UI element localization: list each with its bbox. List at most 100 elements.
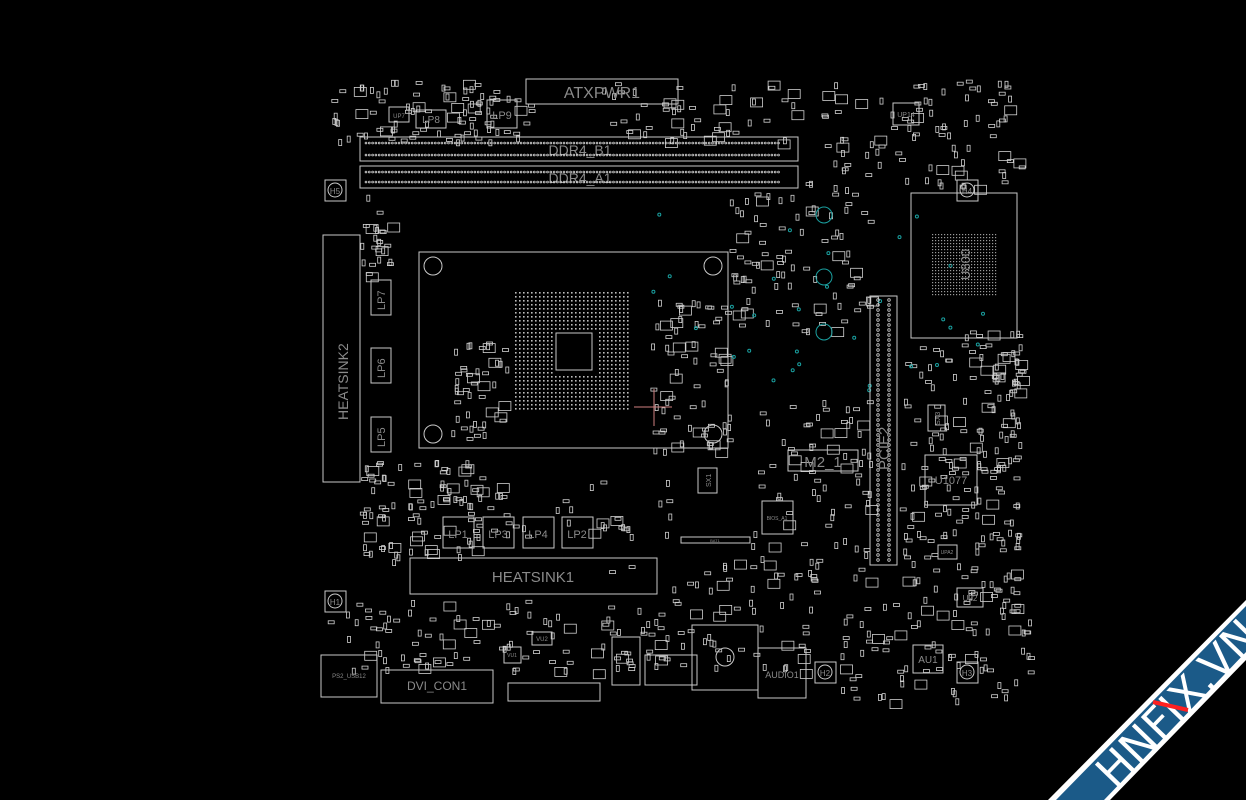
lp4-inductor[interactable]: LP4: [522, 516, 555, 549]
bga-ball: [587, 376, 589, 378]
smd-component: [665, 335, 673, 340]
smd-component: [383, 622, 388, 630]
smd-component: [1002, 602, 1007, 609]
vu1-chip[interactable]: VU1: [503, 646, 522, 664]
dimm-pin: [638, 180, 642, 184]
dimm-pin: [747, 180, 751, 184]
battery-holder[interactable]: BAT1: [680, 536, 751, 544]
smd-component: [615, 665, 620, 672]
lp5-inductor[interactable]: LP5: [370, 416, 392, 453]
smd-component: [865, 151, 870, 159]
bga-ball: [531, 300, 533, 302]
bga-ball: [571, 304, 573, 306]
bga-ball: [531, 356, 533, 358]
mount-hole-h5[interactable]: H5: [324, 179, 347, 202]
sx1-crystal[interactable]: SX1: [697, 467, 718, 494]
bga-ball: [563, 328, 565, 330]
dimm-pin: [717, 153, 721, 157]
u22-chip[interactable]: U22: [956, 587, 984, 608]
smd-component: [747, 119, 752, 127]
bga-ball: [575, 320, 577, 322]
smd-component: [914, 418, 922, 423]
smd-component: [860, 649, 865, 657]
bga-ball: [551, 320, 553, 322]
mount-hole-h3[interactable]: H3: [956, 661, 979, 684]
u800-chipset[interactable]: U800: [910, 192, 1018, 339]
bga-ball: [956, 279, 958, 281]
smd-component: [379, 230, 387, 234]
dimm-pin: [727, 170, 731, 174]
usb-header-connector[interactable]: [644, 654, 698, 686]
lp3-inductor[interactable]: LP3: [482, 516, 515, 549]
bga-ball: [941, 264, 943, 266]
smd-component: [467, 502, 472, 510]
mount-hole-h1[interactable]: H1: [324, 590, 347, 613]
bga-ball: [968, 246, 970, 248]
smd-component: [722, 422, 727, 430]
bga-ball: [543, 352, 545, 354]
heatsink-left[interactable]: HEATSINK2: [322, 234, 361, 483]
smd-component: [790, 194, 795, 202]
dimm-pin: [694, 153, 698, 157]
bga-ball: [619, 384, 621, 386]
upa2-chip[interactable]: UPA2: [937, 544, 958, 560]
bga-ball: [587, 384, 589, 386]
au1-audio-codec[interactable]: AU1: [912, 644, 944, 674]
lp9-inductor[interactable]: LP9: [486, 99, 518, 129]
bga-ball: [947, 243, 949, 245]
bga-ball: [941, 285, 943, 287]
dimm-pin: [740, 170, 744, 174]
bios-chip[interactable]: BIOS_A1: [761, 500, 794, 535]
hdmi-connector[interactable]: [611, 636, 641, 686]
lp7-inductor[interactable]: LP7: [370, 279, 392, 316]
smd-component: [672, 342, 686, 353]
bga-ball: [983, 246, 985, 248]
lp3-label: LP3: [488, 529, 508, 541]
pcie-slot[interactable]: PCIE2: [869, 295, 898, 566]
lan-usb-connector[interactable]: [691, 624, 759, 691]
bga-ball: [941, 291, 943, 293]
atx-power-connector[interactable]: ATXPWR1: [525, 78, 679, 105]
up7-chip[interactable]: UP7: [388, 106, 410, 123]
lp8-label: LP8: [422, 115, 440, 126]
dimm-pin: [532, 170, 536, 174]
smd-component: [987, 330, 1001, 341]
dimm-pin: [678, 170, 681, 174]
smd-component: [660, 320, 673, 331]
up14-chip[interactable]: UP14: [892, 102, 920, 126]
sx3-crystal[interactable]: SX3: [927, 404, 946, 432]
via: [825, 284, 829, 289]
bga-ball: [603, 376, 605, 378]
dimm-pin: [569, 170, 572, 174]
lp8-inductor[interactable]: LP8: [415, 109, 447, 129]
dimm-pin: [437, 153, 440, 157]
smd-component: [999, 548, 1007, 553]
dimm-pin: [763, 180, 767, 184]
lp1-inductor[interactable]: LP1: [442, 516, 475, 549]
lp6-inductor[interactable]: LP6: [370, 347, 392, 384]
vga-connector[interactable]: [507, 682, 601, 702]
bga-ball: [539, 344, 541, 346]
dvi-connector[interactable]: DVI_CON1: [380, 669, 494, 704]
bga-ball: [587, 296, 589, 298]
mount-hole-h2[interactable]: H2: [814, 661, 837, 684]
bga-ball: [995, 276, 997, 278]
smd-component: [660, 428, 667, 433]
smd-component: [470, 100, 474, 108]
smd-component: [694, 118, 702, 123]
smd-component: [430, 501, 435, 508]
heatsink-bottom[interactable]: HEATSINK1: [409, 557, 658, 595]
mount-hole-h4[interactable]: H4: [956, 179, 979, 202]
dimm-pin: [641, 170, 645, 174]
u1077-superio[interactable]: U1077: [924, 454, 978, 506]
dimm-pin: [678, 141, 681, 145]
smd-component: [969, 357, 983, 368]
lp2-inductor[interactable]: LP2: [561, 516, 594, 549]
cpu-socket[interactable]: [418, 251, 729, 449]
m2-slot[interactable]: M2_1: [787, 449, 859, 472]
ps2-usb-connector[interactable]: PS2_USB12: [320, 654, 378, 698]
vu2-chip[interactable]: VU2: [531, 631, 553, 646]
bga-ball: [607, 368, 609, 370]
dimm-pin: [691, 170, 694, 174]
